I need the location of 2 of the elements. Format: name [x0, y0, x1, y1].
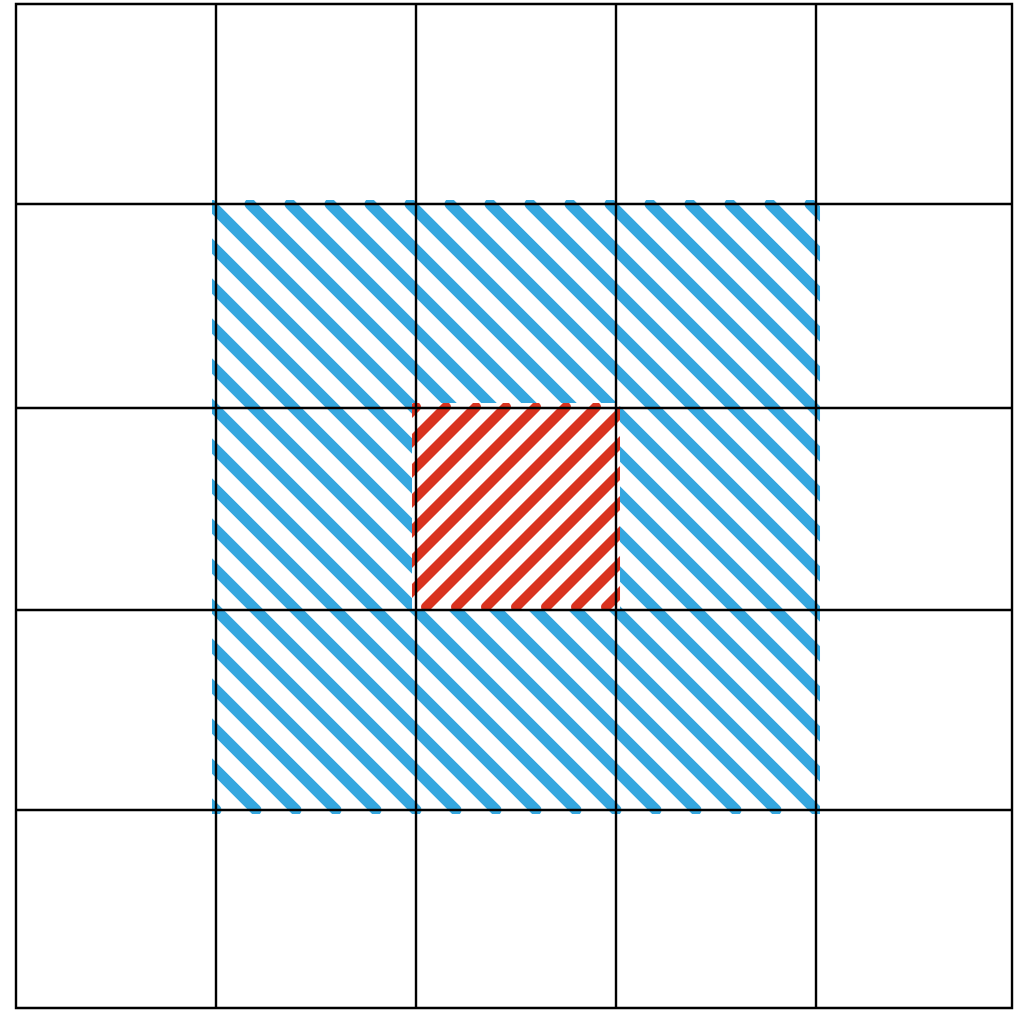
hatched-square — [412, 403, 620, 611]
hatched-square — [212, 200, 820, 814]
